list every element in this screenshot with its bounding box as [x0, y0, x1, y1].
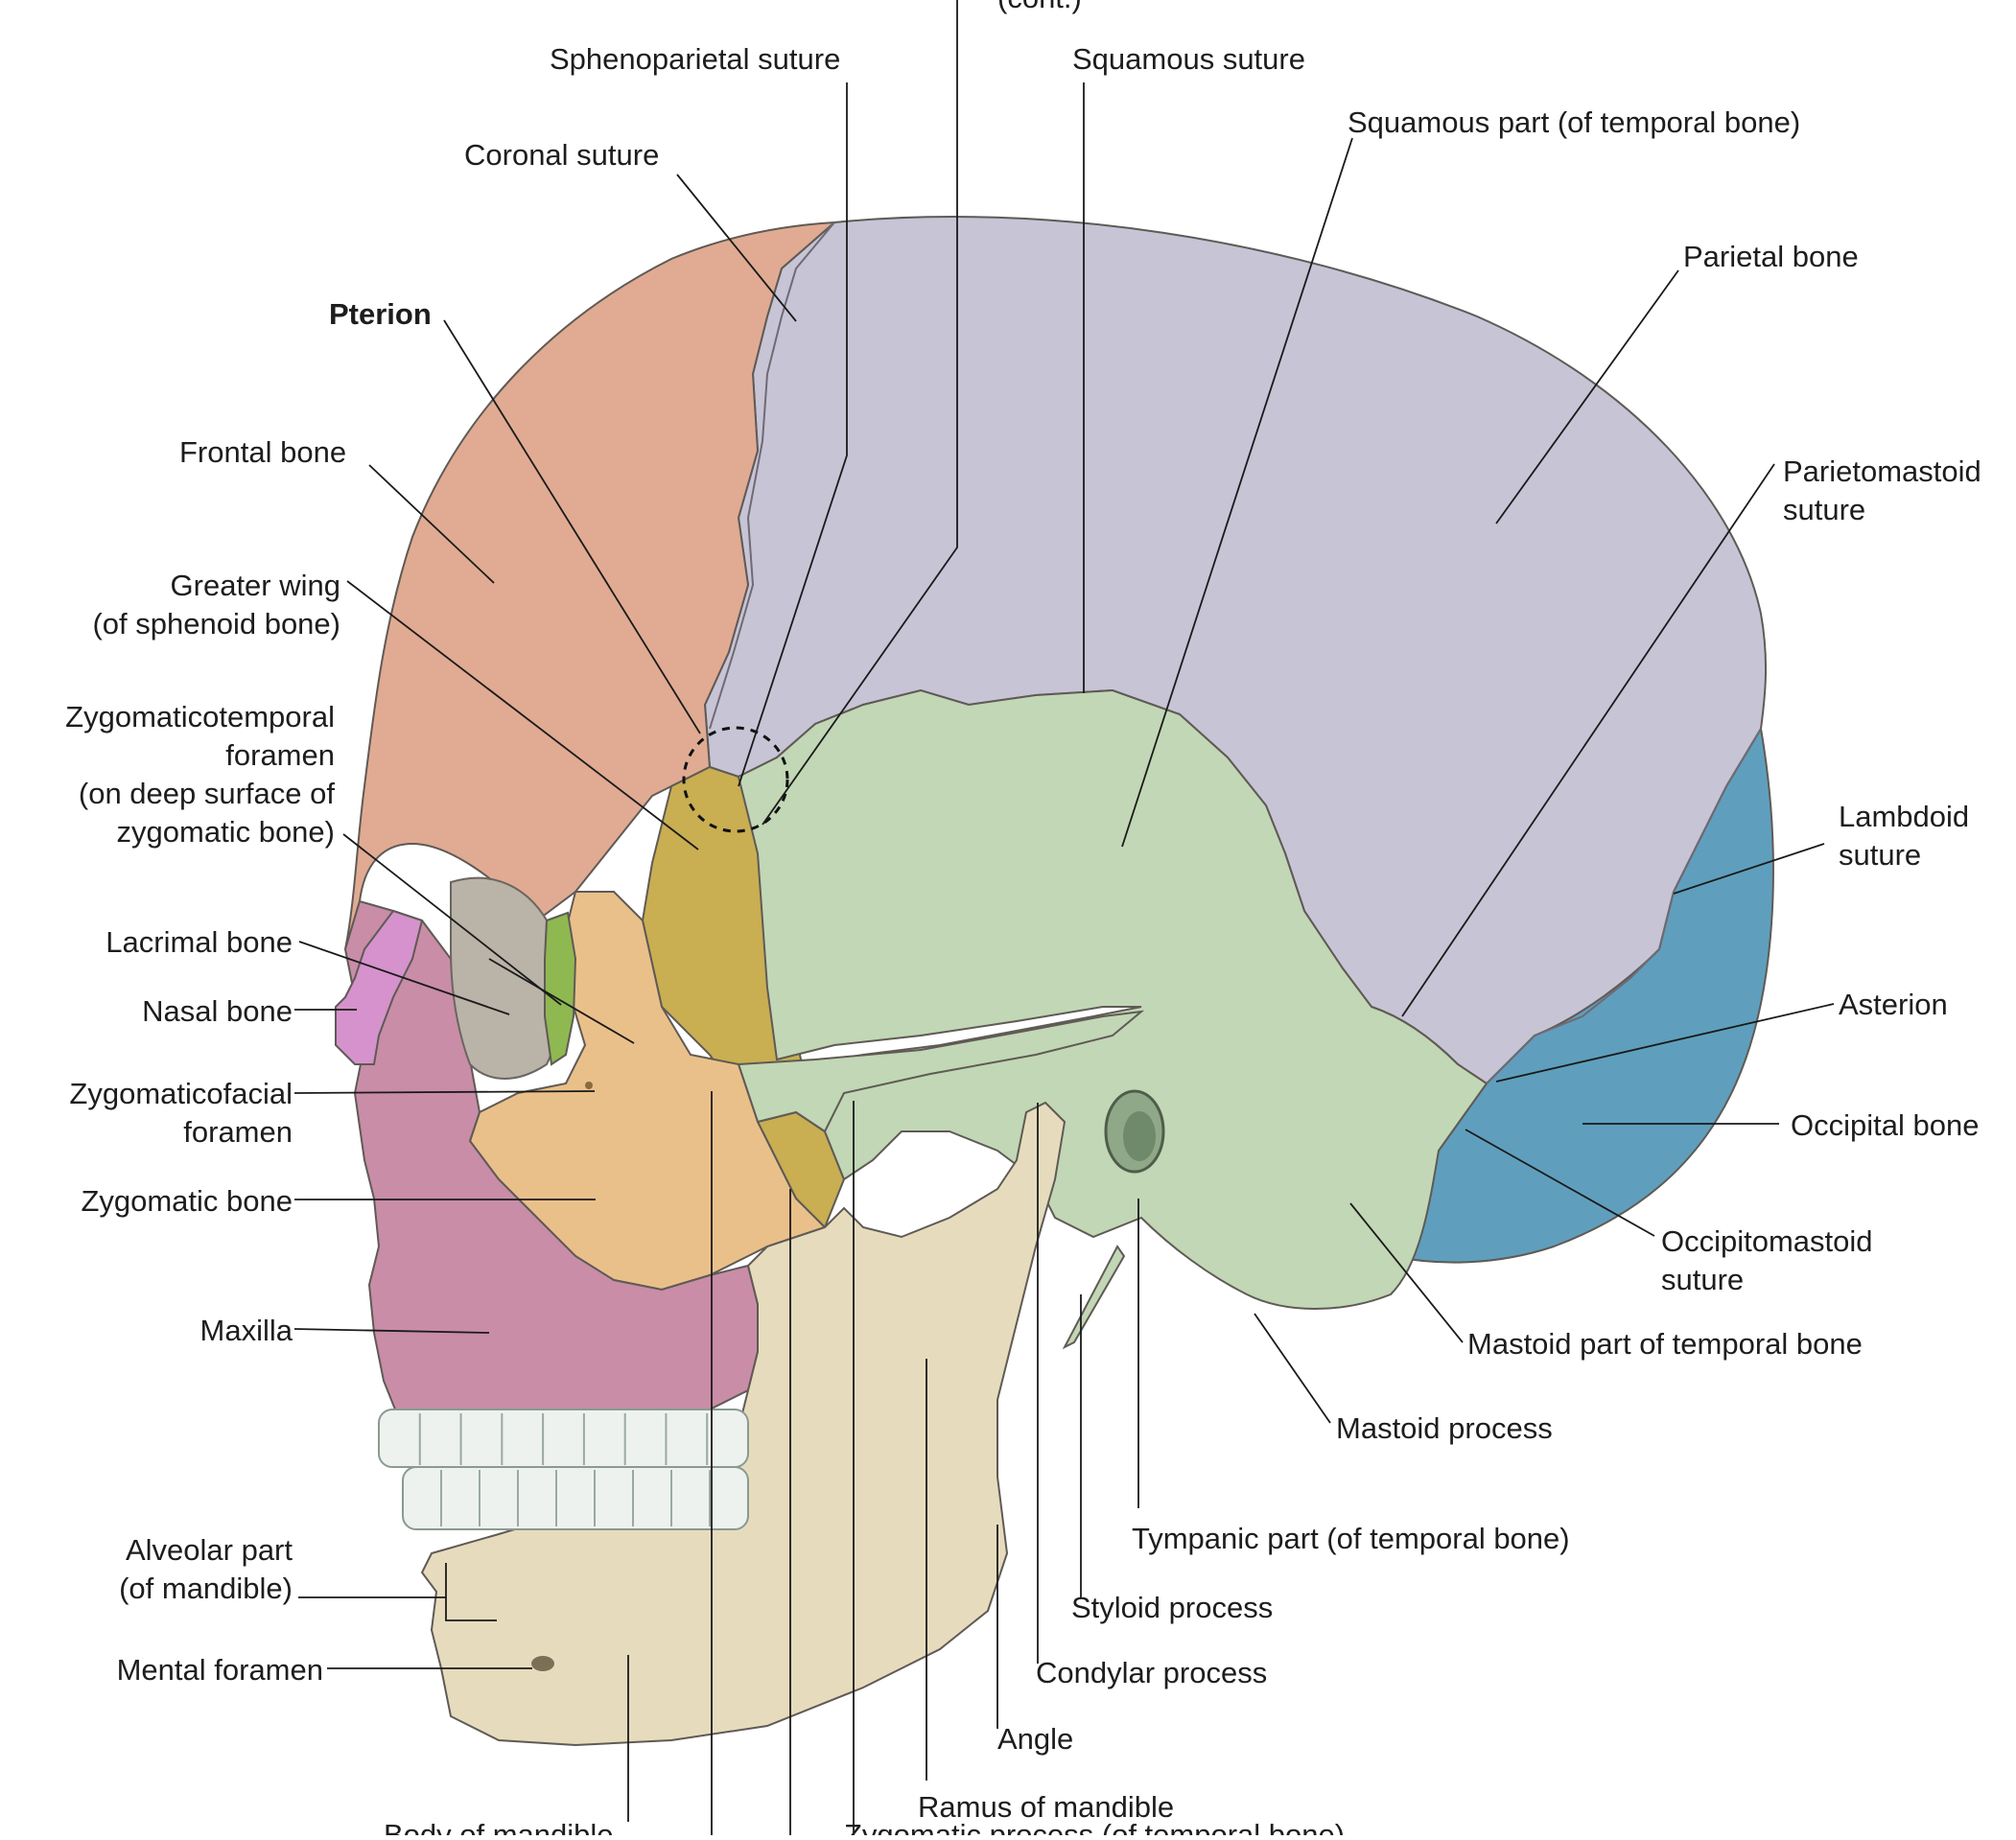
- label-squamous-part: Squamous part (of temporal bone): [1348, 105, 1800, 139]
- label-zygomatic-process: Zygomatic process (of temporal bone): [844, 1818, 1345, 1835]
- label-greater-wing-1: Greater wing: [171, 569, 340, 602]
- label-zygomaticotemporal-3: (on deep surface of: [79, 777, 336, 810]
- label-pterion: Pterion: [329, 297, 432, 331]
- label-occipitomastoid-1: Occipitomastoid: [1661, 1224, 1873, 1258]
- pterion-circle: [682, 726, 789, 833]
- label-ramus: Ramus of mandible: [918, 1790, 1174, 1824]
- label-parietal-bone: Parietal bone: [1683, 240, 1859, 273]
- label-occipital-bone: Occipital bone: [1791, 1108, 1979, 1142]
- label-alveolar-2: (of mandible): [119, 1572, 293, 1605]
- label-parietomastoid-2: suture: [1783, 493, 1865, 526]
- label-occipitomastoid-2: suture: [1661, 1263, 1744, 1296]
- label-zygomatic-bone: Zygomatic bone: [81, 1184, 293, 1218]
- zygomaticofacial-foramen-hole: [585, 1082, 593, 1089]
- label-mental-foramen: Mental foramen: [117, 1653, 323, 1687]
- lambdoid-suture-line: [1486, 728, 1762, 1084]
- label-tympanic-part: Tympanic part (of temporal bone): [1132, 1522, 1570, 1555]
- external-acoustic-meatus-inner: [1123, 1111, 1156, 1161]
- label-styloid-process: Styloid process: [1071, 1591, 1273, 1624]
- label-greater-wing-2: (of sphenoid bone): [92, 607, 340, 641]
- label-zygomaticotemporal-1: Zygomaticotemporal: [65, 700, 335, 734]
- nasal-bone-shape: [335, 909, 424, 1065]
- label-zygomaticofacial-1: Zygomaticofacial: [69, 1077, 293, 1110]
- label-sphenoparietal-suture: Sphenoparietal suture: [550, 42, 840, 76]
- label-condylar-process: Condylar process: [1036, 1656, 1267, 1689]
- label-alveolar-1: Alveolar part: [126, 1533, 293, 1567]
- label-lambdoid-1: Lambdoid: [1839, 800, 1969, 833]
- label-coronal-suture: Coronal suture: [464, 138, 659, 172]
- label-top-cut: (cont.): [997, 0, 1082, 14]
- label-zygomaticotemporal-4: zygomatic bone): [117, 815, 335, 849]
- label-mastoid-process: Mastoid process: [1336, 1411, 1553, 1445]
- label-body-of-mandible: Body of mandible: [384, 1818, 614, 1835]
- coronal-suture-line: [709, 221, 835, 730]
- label-lambdoid-2: suture: [1839, 838, 1921, 872]
- label-nasal-bone: Nasal bone: [142, 994, 293, 1028]
- label-squamous-suture: Squamous suture: [1072, 42, 1305, 76]
- zygomatic-arch-shape: [737, 1010, 1145, 1133]
- styloid-process-shape: [1062, 1245, 1126, 1350]
- label-angle: Angle: [997, 1722, 1073, 1756]
- lacrimal-bone-shape: [544, 911, 577, 1066]
- label-zygomaticotemporal-2: foramen: [225, 738, 335, 772]
- label-lacrimal-bone: Lacrimal bone: [105, 925, 293, 959]
- labels: (cont.) Sphenoparietal suture Squamous s…: [65, 0, 1981, 1840]
- label-asterion: Asterion: [1839, 988, 1948, 1021]
- label-zygomaticofacial-2: foramen: [183, 1115, 293, 1149]
- orbit-shape: [450, 876, 563, 1080]
- mental-foramen-hole: [531, 1656, 554, 1671]
- label-frontal-bone: Frontal bone: [179, 435, 346, 469]
- label-maxilla: Maxilla: [200, 1314, 293, 1347]
- label-parietomastoid-1: Parietomastoid: [1783, 454, 1981, 488]
- label-mastoid-part: Mastoid part of temporal bone: [1467, 1327, 1863, 1361]
- teeth: [378, 1409, 749, 1530]
- leader-lines: [293, 0, 1835, 1835]
